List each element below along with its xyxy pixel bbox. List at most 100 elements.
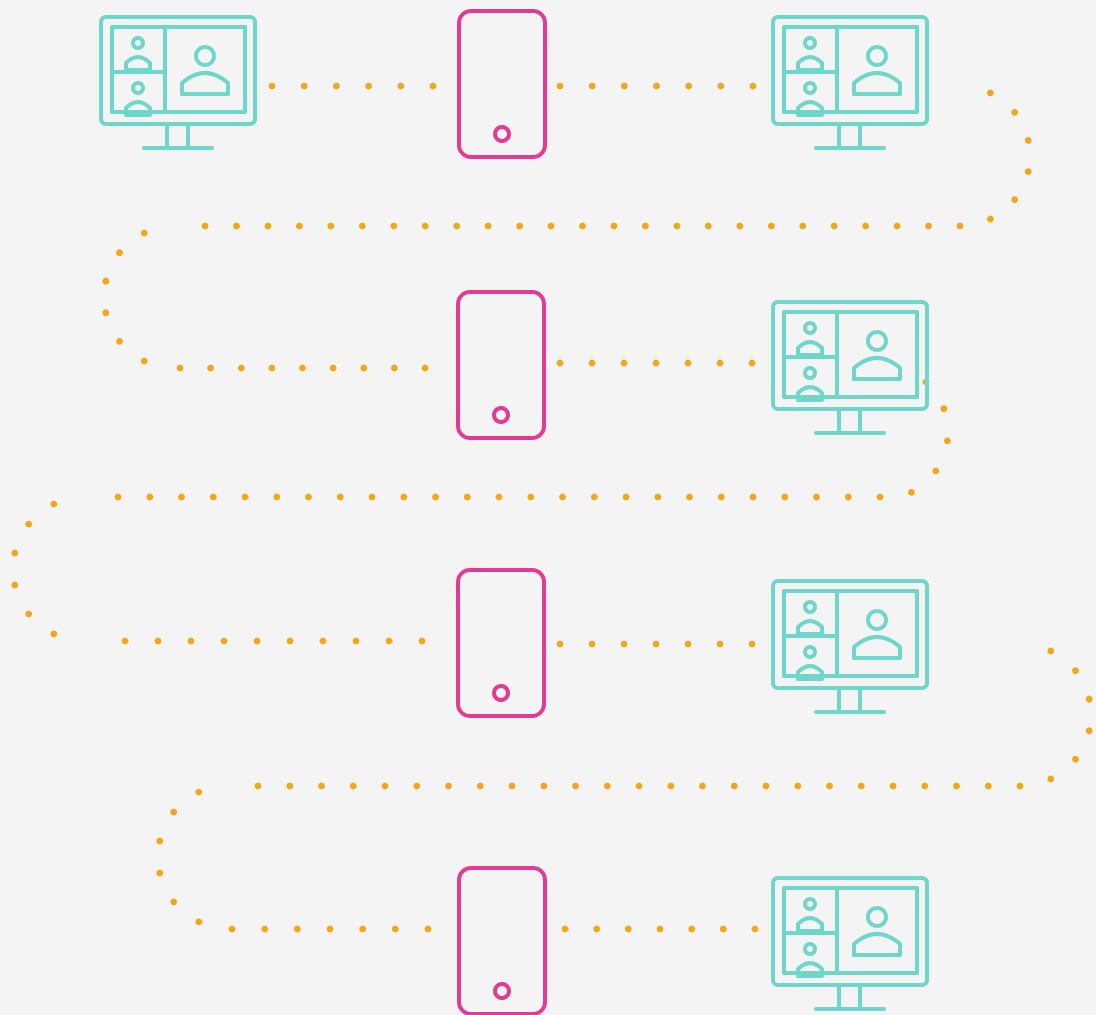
path-dot bbox=[207, 364, 215, 372]
path-dot bbox=[736, 222, 744, 230]
path-dot bbox=[699, 782, 706, 790]
path-dot bbox=[453, 222, 461, 230]
path-dot bbox=[296, 222, 303, 230]
path-dot bbox=[293, 925, 301, 933]
path-dot bbox=[572, 782, 579, 790]
path-dot bbox=[767, 222, 775, 230]
path-dot bbox=[241, 493, 249, 501]
path-dot bbox=[333, 82, 340, 90]
path-dot bbox=[326, 925, 334, 933]
path-dot bbox=[748, 640, 756, 648]
path-dot bbox=[908, 488, 915, 496]
path-dot bbox=[652, 640, 660, 648]
path-dot bbox=[116, 337, 123, 345]
path-dot bbox=[114, 493, 122, 501]
path-dot bbox=[622, 493, 630, 501]
path-dot bbox=[620, 82, 628, 90]
path-dot bbox=[195, 788, 203, 796]
path-dot bbox=[418, 637, 426, 645]
path-dot bbox=[25, 610, 33, 618]
path-dot bbox=[624, 925, 632, 933]
path-dot bbox=[476, 782, 484, 790]
path-dot bbox=[685, 82, 693, 90]
path-dot bbox=[360, 364, 368, 372]
path-dot bbox=[527, 493, 535, 501]
path-dot bbox=[684, 359, 692, 367]
path-dot bbox=[635, 782, 643, 790]
path-dot bbox=[254, 782, 262, 790]
path-dot bbox=[730, 782, 738, 790]
path-dot bbox=[748, 359, 756, 367]
path-dot bbox=[432, 493, 439, 501]
path-dot bbox=[156, 837, 164, 845]
smartphone-icon bbox=[457, 866, 547, 1015]
path-dot bbox=[102, 277, 110, 285]
path-dot bbox=[653, 82, 660, 90]
path-dot bbox=[264, 222, 272, 230]
path-dot bbox=[593, 925, 601, 933]
path-dot bbox=[209, 493, 217, 501]
path-dot bbox=[233, 222, 240, 230]
path-dot bbox=[400, 493, 408, 501]
path-dot bbox=[716, 640, 724, 648]
video-call-monitor-icon bbox=[771, 15, 929, 150]
path-dot bbox=[1072, 667, 1079, 675]
path-dot bbox=[327, 222, 335, 230]
path-dot bbox=[762, 782, 770, 790]
path-dot bbox=[11, 549, 19, 557]
path-dot bbox=[940, 405, 948, 413]
path-dot bbox=[620, 359, 628, 367]
path-dot bbox=[305, 493, 312, 501]
dotted-path bbox=[11, 82, 1093, 933]
path-dot bbox=[642, 222, 649, 230]
video-call-monitor-icon bbox=[99, 15, 257, 150]
path-dot bbox=[319, 637, 327, 645]
path-dot bbox=[704, 222, 712, 230]
path-dot bbox=[187, 637, 195, 645]
path-dot bbox=[368, 493, 376, 501]
path-dot bbox=[381, 782, 389, 790]
smartphone-icon bbox=[456, 290, 546, 440]
path-dot bbox=[620, 640, 628, 648]
path-dot bbox=[286, 637, 294, 645]
path-dot bbox=[1024, 168, 1032, 176]
path-dot bbox=[944, 437, 951, 445]
path-dot bbox=[932, 467, 940, 475]
video-call-monitor-icon bbox=[771, 579, 929, 714]
path-dot bbox=[391, 364, 398, 372]
path-dot bbox=[889, 782, 897, 790]
path-dot bbox=[495, 493, 503, 501]
path-dot bbox=[261, 925, 269, 933]
path-dot bbox=[603, 782, 611, 790]
path-dot bbox=[751, 925, 759, 933]
path-dot bbox=[1085, 727, 1093, 735]
path-dot bbox=[1024, 137, 1032, 144]
path-dot bbox=[121, 637, 129, 645]
path-dot bbox=[540, 782, 548, 790]
path-dot bbox=[862, 222, 869, 230]
path-dot bbox=[390, 222, 398, 230]
path-dot bbox=[749, 493, 757, 501]
path-dot bbox=[445, 782, 452, 790]
path-dot bbox=[688, 925, 696, 933]
path-dot bbox=[813, 493, 820, 501]
path-dot bbox=[268, 82, 276, 90]
path-dot bbox=[893, 222, 901, 230]
path-dot bbox=[116, 249, 123, 257]
path-dot bbox=[253, 637, 261, 645]
path-dot bbox=[953, 782, 960, 790]
path-dot bbox=[352, 637, 360, 645]
path-dot bbox=[1072, 755, 1079, 763]
path-dot bbox=[1047, 775, 1055, 783]
path-dot bbox=[421, 222, 429, 230]
path-dot bbox=[588, 359, 596, 367]
path-dot bbox=[1011, 109, 1019, 116]
path-dot bbox=[684, 640, 692, 648]
path-dot bbox=[987, 215, 994, 223]
path-dot bbox=[1011, 196, 1019, 204]
path-dot bbox=[421, 364, 429, 372]
path-dot bbox=[1085, 695, 1093, 703]
path-dot bbox=[50, 630, 58, 638]
path-dot bbox=[273, 493, 281, 501]
path-dot bbox=[195, 918, 203, 926]
